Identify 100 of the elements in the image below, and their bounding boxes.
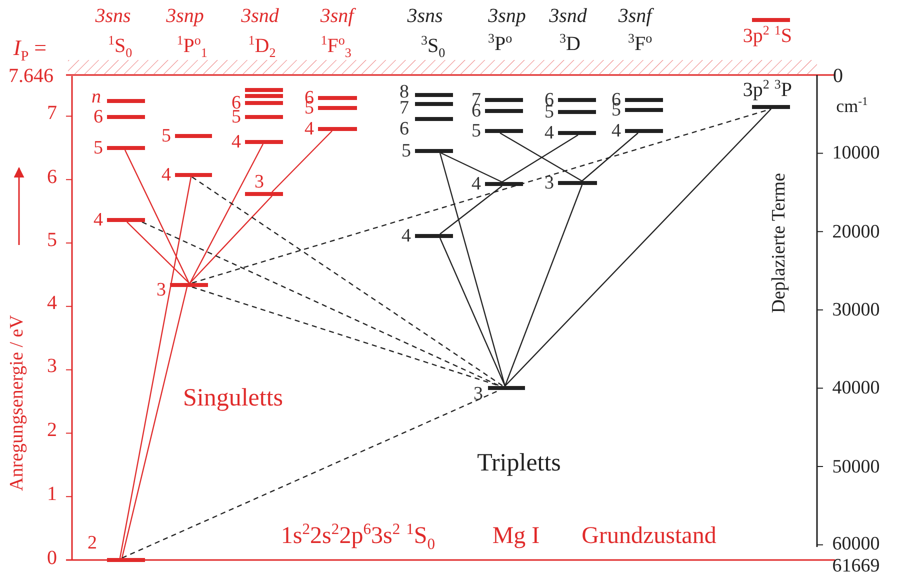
- energy-level-bar: [625, 98, 663, 102]
- transition-line: [121, 286, 188, 558]
- tick-label: 6: [47, 167, 57, 187]
- tick-label: 50000: [832, 458, 880, 476]
- term-symbol: $^{1}$S$_{0}$: [108, 36, 132, 56]
- column-heading: 3snd: [549, 6, 587, 26]
- transition-line: [504, 108, 772, 386]
- energy-level-bar: [107, 115, 145, 119]
- group-label: Singuletts: [183, 386, 283, 410]
- energy-level-bar: [485, 98, 523, 102]
- level-number: 8: [400, 82, 409, 102]
- energy-level-bar: [415, 93, 453, 97]
- dashed-transition-line: [142, 221, 500, 387]
- tick-label: 4: [47, 293, 57, 313]
- level-number: 4: [544, 124, 554, 142]
- transition-line: [440, 152, 502, 183]
- transition-line: [440, 186, 502, 234]
- energy-level-bar: [625, 108, 663, 112]
- energy-level-bar: [245, 115, 283, 119]
- energy-level-bar: [170, 283, 208, 287]
- ionization-label: I$_{P}$ =: [13, 37, 47, 59]
- tick-label: 7: [47, 103, 57, 123]
- transition-line: [504, 184, 583, 386]
- energy-level-bar: [485, 129, 523, 133]
- tick-label: 30000: [832, 300, 880, 320]
- level-number: 5: [232, 108, 241, 126]
- level-number: 4: [472, 174, 481, 194]
- dashed-transition-line: [192, 176, 504, 386]
- energy-level-bar: [245, 88, 283, 92]
- axis-title: Deplazierte Terme: [770, 172, 788, 314]
- energy-level-bar: [485, 109, 523, 113]
- level-number: 4: [612, 122, 621, 140]
- tick-label: 10000: [832, 144, 880, 162]
- transition-line: [190, 196, 272, 284]
- tick-label: 60000: [832, 534, 880, 554]
- level-number: 4: [304, 120, 314, 138]
- level-number: n: [92, 88, 101, 106]
- energy-level-bar: [415, 102, 453, 106]
- tick-label: 20000: [832, 222, 880, 242]
- tick-label: 0: [47, 548, 57, 568]
- level-number: 3: [474, 384, 483, 404]
- energy-level-bar: [488, 386, 525, 390]
- level-number: 3: [156, 280, 166, 300]
- transition-line: [124, 150, 190, 284]
- energy-level-bar: [415, 149, 453, 153]
- energy-level-bar: [318, 106, 357, 110]
- energy-level-bar: [558, 98, 596, 102]
- column-heading: 3snp: [166, 6, 204, 26]
- level-number: 5: [162, 126, 171, 146]
- level-number: 4: [402, 226, 411, 246]
- tick-label: 7.646: [8, 66, 54, 86]
- energy-level-bar: [318, 127, 357, 131]
- energy-level-bar: [558, 110, 596, 114]
- energy-level-bar: [625, 129, 663, 133]
- level-number: 4: [232, 132, 241, 152]
- transition-line: [119, 176, 192, 558]
- level-number: 2: [88, 534, 97, 552]
- level-number: 5: [94, 138, 103, 158]
- tick-label: 1: [47, 484, 57, 504]
- ground-state-label: Grundzustand: [582, 524, 716, 548]
- term-symbol: $^{3}$D: [560, 34, 580, 54]
- tick-label: 40000: [832, 378, 880, 398]
- term-symbol: $^{1}$D$_{2}$: [248, 36, 276, 56]
- tick-label: 3: [47, 356, 57, 376]
- element-label: Mg I: [492, 524, 540, 548]
- ground-state-label: 1s$^{2}$2s$^{2}$2p$^{6}$3s$^{2}$ $^{1}$S$_{0}$: [280, 524, 436, 548]
- transition-line: [272, 130, 332, 192]
- term-symbol: $^{3}$F$^{o}$: [628, 34, 652, 54]
- energy-level-bar: [485, 182, 523, 186]
- level-number: 5: [402, 142, 411, 160]
- unit-label: cm$^{-1}$: [836, 97, 868, 115]
- dashed-transition-line: [192, 108, 772, 284]
- level-number: 4: [94, 210, 103, 230]
- transition-line: [582, 132, 638, 182]
- column-heading: 3snf: [320, 6, 354, 26]
- level-number: 7: [400, 98, 409, 118]
- energy-level-bar: [107, 558, 145, 562]
- energy-level-bar: [107, 218, 145, 222]
- level-number: 6: [94, 108, 103, 126]
- energy-level-bar: [415, 117, 453, 121]
- energy-level-bar: [558, 131, 596, 135]
- column-heading: 3sns: [95, 6, 131, 26]
- term-label: 3p$^{2}$ $^{3}$P: [742, 80, 792, 100]
- tick-label: 0: [833, 66, 843, 86]
- transition-line: [439, 238, 506, 386]
- energy-level-bar: [107, 99, 145, 103]
- term-symbol: $^{3}$S$_{0}$: [420, 36, 446, 56]
- column-heading: 3sns: [407, 6, 443, 26]
- tick-label: 5: [47, 230, 57, 250]
- level-number: 3: [544, 174, 554, 192]
- energy-level-bar: [318, 96, 357, 100]
- energy-level-bar: [245, 192, 283, 196]
- energy-level-bar: [415, 234, 453, 238]
- group-label: Tripletts: [477, 450, 561, 476]
- tick-label: 61669: [832, 556, 880, 576]
- energy-level-bar: [245, 101, 283, 105]
- column-heading: 3snd: [241, 6, 279, 26]
- energy-level-bar: [107, 146, 145, 150]
- energy-level-bar: [245, 94, 283, 98]
- energy-level-bar: [175, 173, 212, 177]
